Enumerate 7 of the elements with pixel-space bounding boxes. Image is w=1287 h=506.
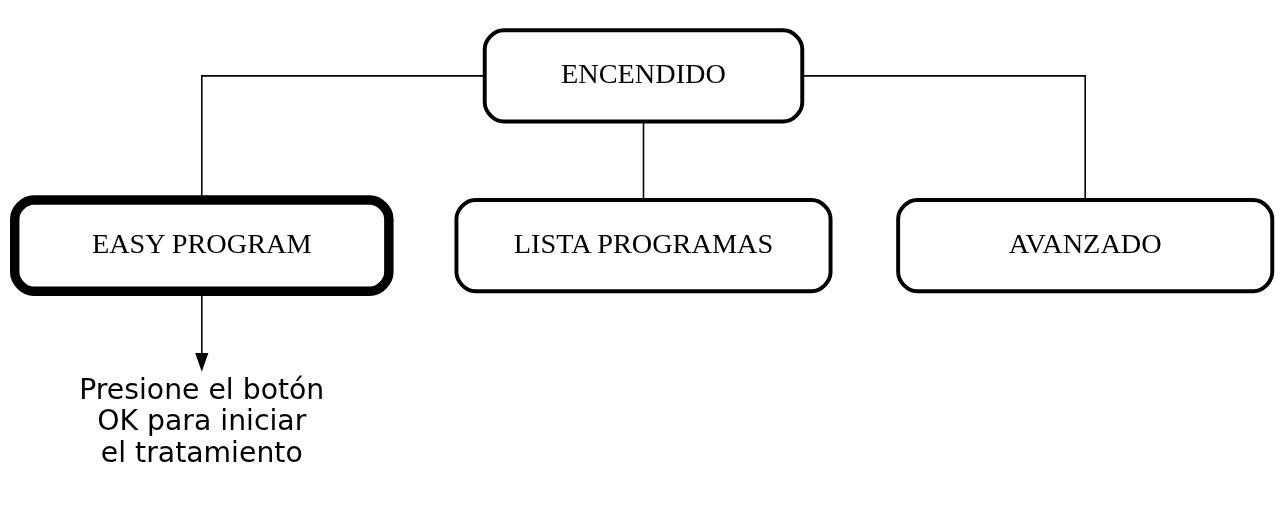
node-box: EASY PROGRAM <box>10 194 394 296</box>
node-box: AVANZADO <box>896 197 1275 293</box>
node-text: Presione el botón OK para iniciar el tratamiento <box>79 372 325 469</box>
node-box: LISTA PROGRAMAS <box>454 197 833 293</box>
connector <box>642 120 645 200</box>
node-box: ENCENDIDO <box>482 27 805 123</box>
connector <box>801 74 1086 200</box>
